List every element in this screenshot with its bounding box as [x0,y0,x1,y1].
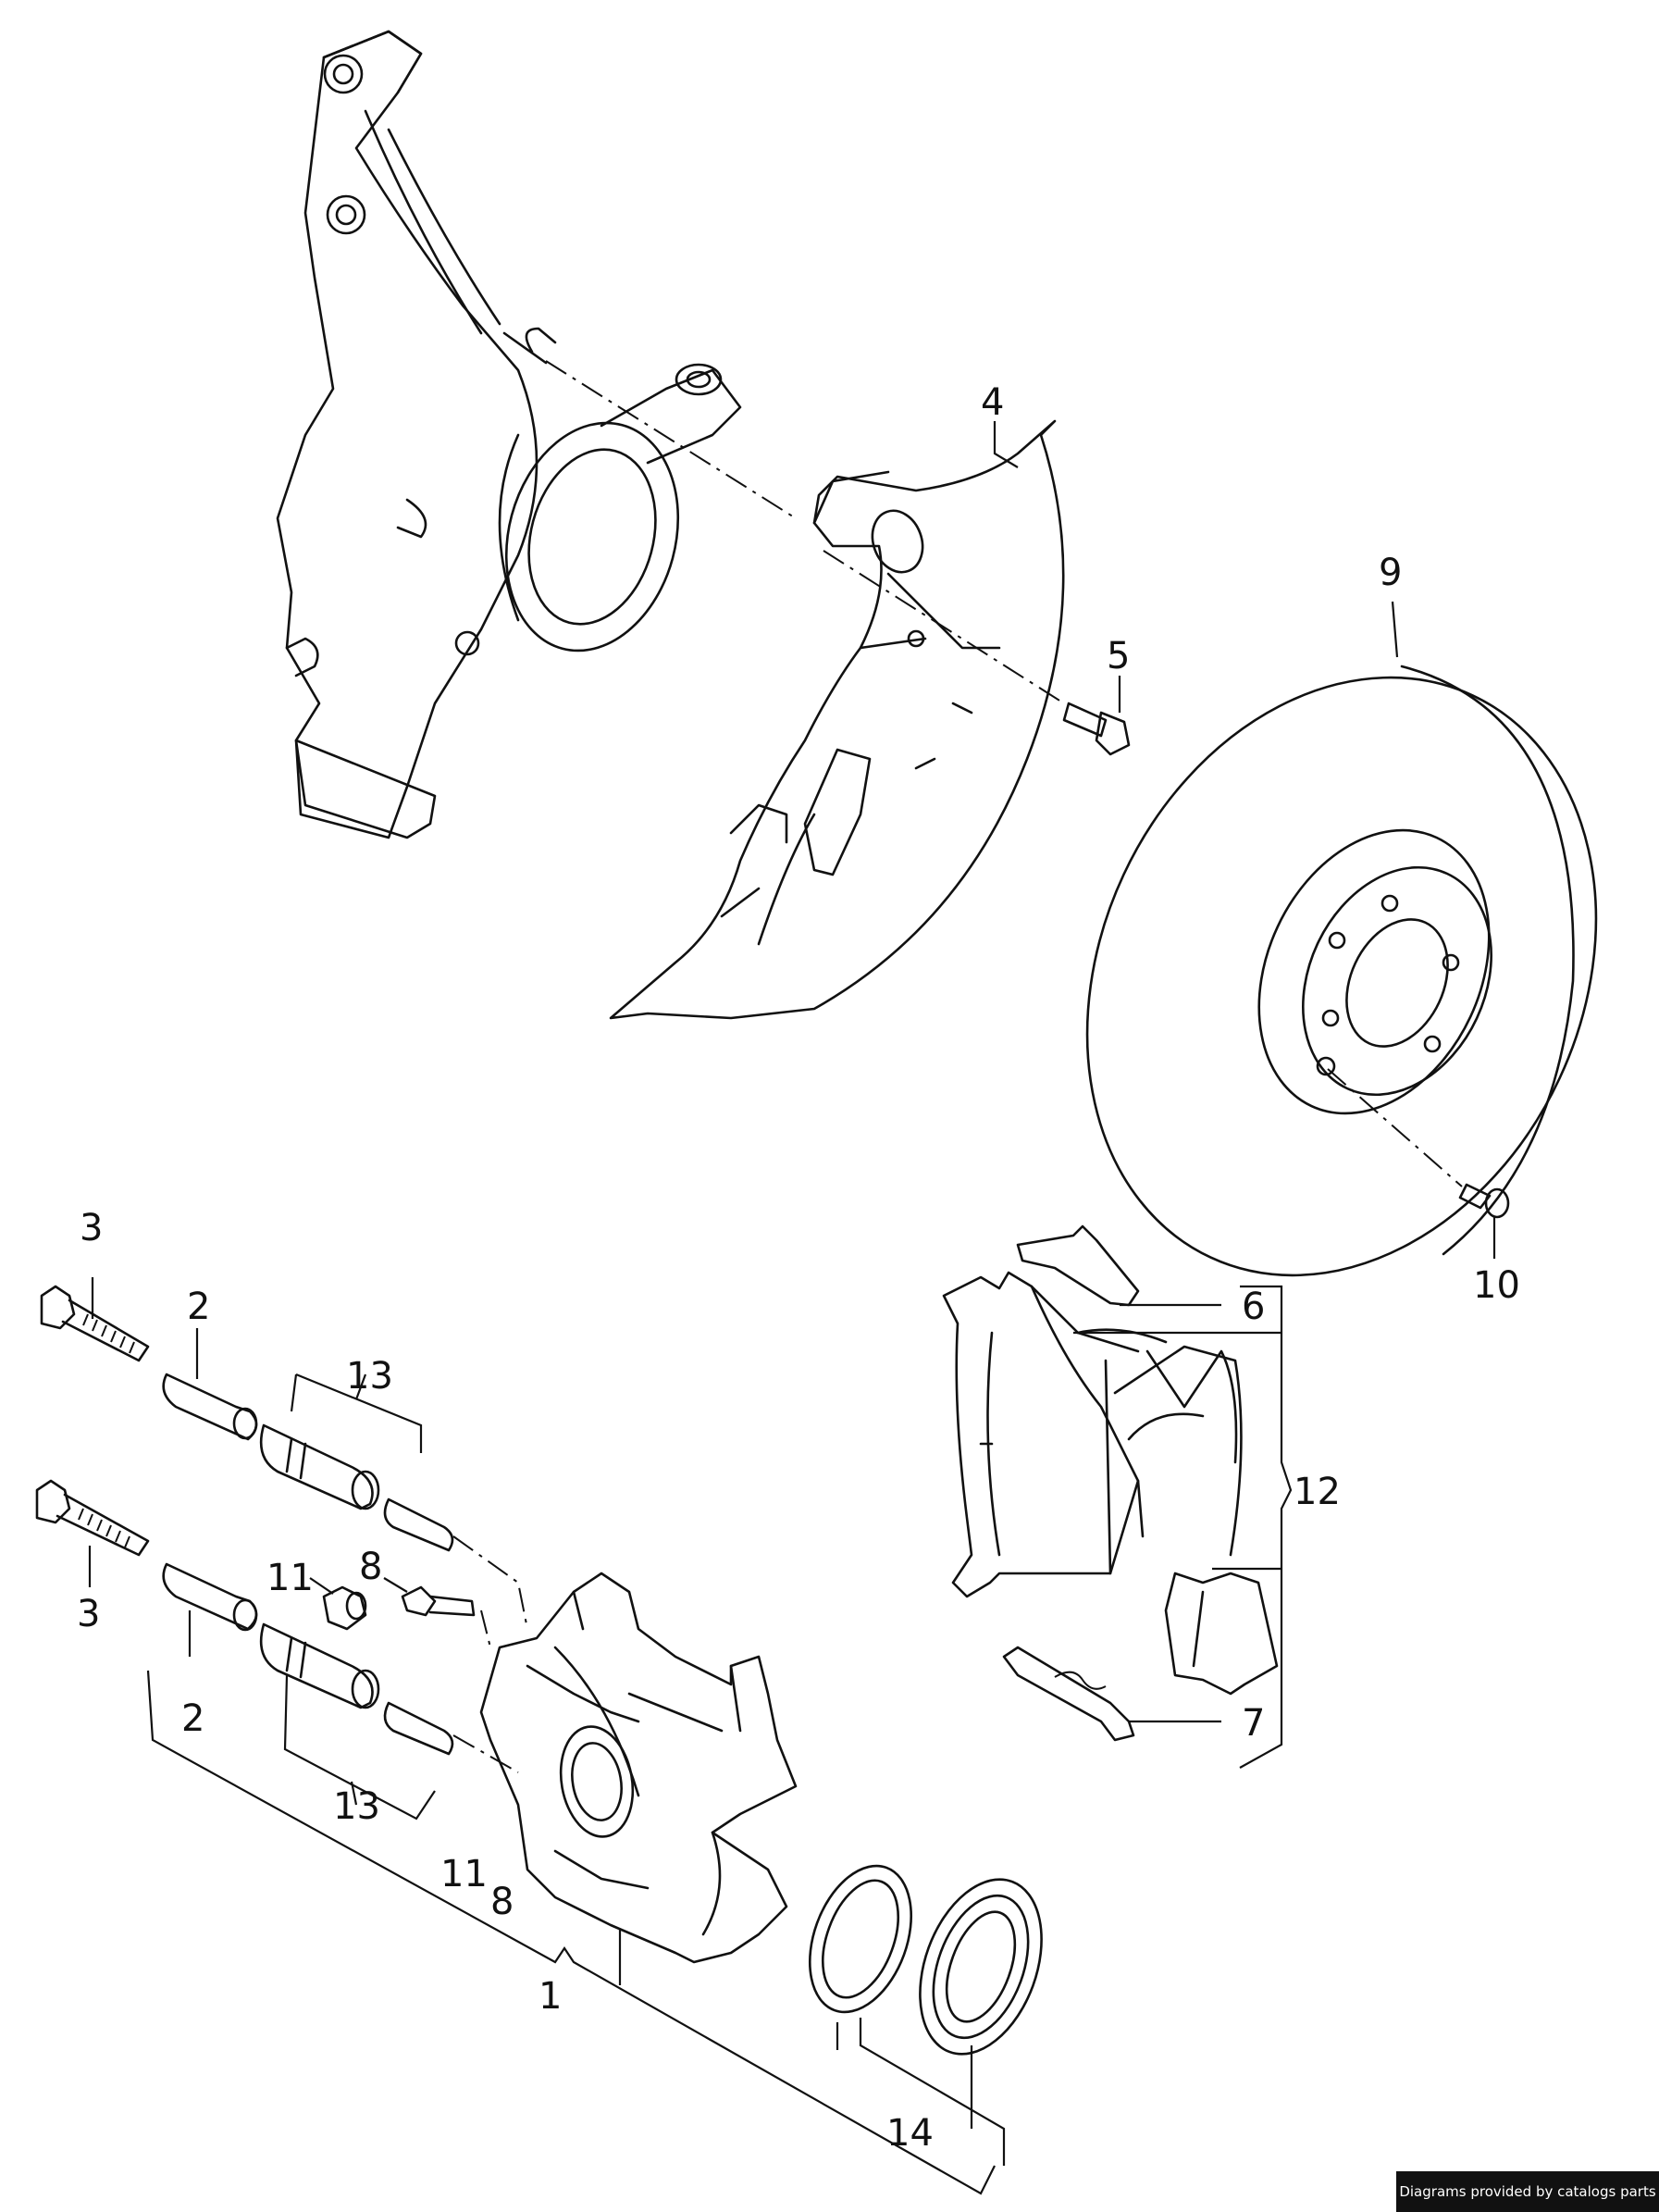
label-11-upper: 11 [266,1557,314,1599]
lower-spring-clip[interactable] [1002,1646,1135,1742]
label-3-upper: 3 [80,1207,103,1249]
disc-screw[interactable] [1458,1183,1510,1219]
guide-bolt-lower[interactable] [35,1479,150,1557]
guide-sleeve-kit-lower[interactable] [259,1622,454,1756]
bleeder-cap[interactable] [322,1585,367,1631]
splash-shield[interactable] [609,419,1065,1020]
label-14: 14 [886,2112,934,2155]
guide-sleeve-upper[interactable] [162,1373,258,1441]
upper-spring-clip[interactable] [1016,1224,1140,1307]
label-2-lower: 2 [181,1697,204,1740]
brake-pad-set[interactable] [942,1271,1279,1696]
shield-bolt[interactable] [1062,702,1131,756]
piston-seal[interactable] [791,1852,930,2026]
label-13-lower: 13 [333,1785,380,1828]
part-number-labels: 1 2 2 3 3 4 5 6 7 8 8 9 10 11 11 12 13 1… [77,381,1520,2155]
leader-lines [88,421,1496,2195]
label-2-upper: 2 [187,1286,210,1328]
label-4: 4 [981,381,1004,424]
steering-knuckle[interactable] [276,30,742,839]
guide-bolt-upper[interactable] [40,1285,150,1362]
label-11-lower: 11 [440,1853,488,1895]
label-13-upper: 13 [346,1355,393,1398]
guide-sleeve-lower[interactable] [162,1562,258,1632]
label-12: 12 [1294,1471,1341,1513]
brake-caliper-housing[interactable] [479,1572,798,1964]
guide-sleeve-kit-upper[interactable] [259,1423,454,1552]
diagram-credit-badge: Diagrams provided by catalogs parts [1396,2171,1659,2212]
assembly-centerlines [452,360,1463,1773]
label-10: 10 [1473,1264,1520,1307]
bleeder-valve[interactable] [401,1585,476,1617]
label-7: 7 [1242,1702,1265,1745]
label-8-upper: 8 [359,1546,382,1588]
label-8-lower: 8 [490,1881,514,1923]
label-1: 1 [539,1975,562,2018]
label-3-lower: 3 [77,1593,100,1635]
dust-boot[interactable] [898,1862,1064,2070]
label-6: 6 [1242,1286,1265,1328]
label-9: 9 [1379,552,1402,594]
brake-disc[interactable] [993,594,1659,1360]
label-5: 5 [1107,635,1130,677]
